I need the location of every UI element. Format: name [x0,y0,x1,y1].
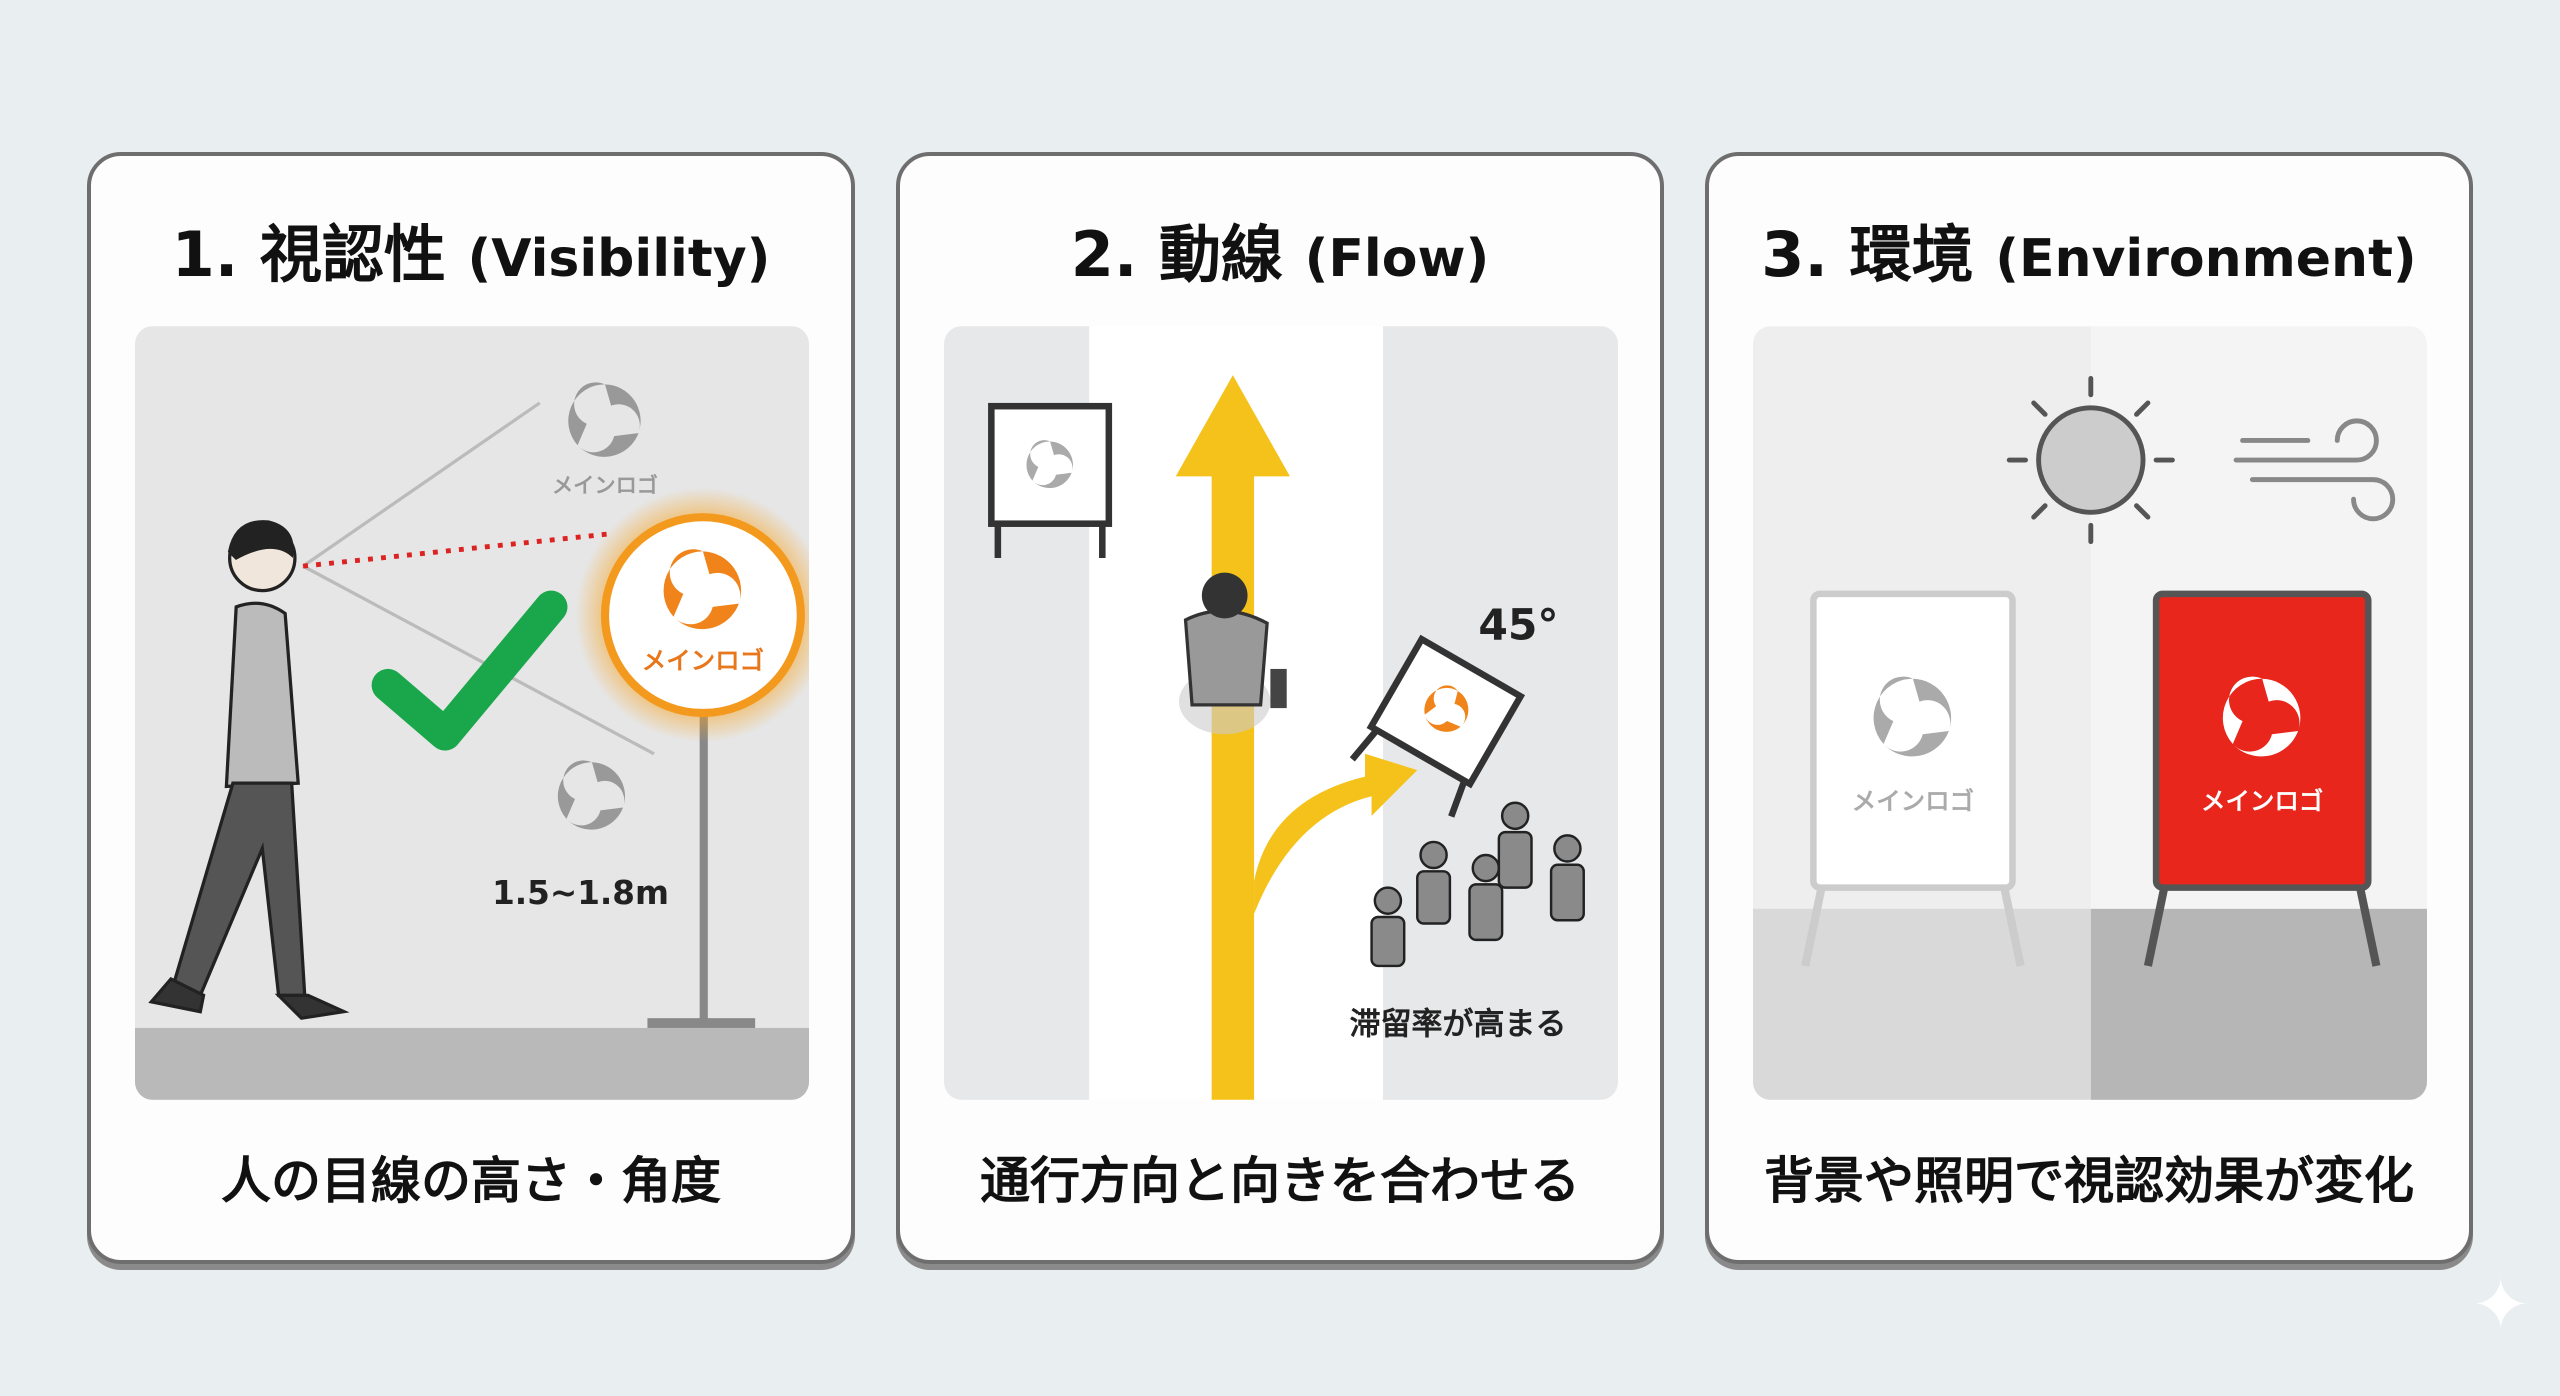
panel-title-ja: 視認性 [259,218,446,291]
visibility-card: 1. 視認性 (Visibility) [87,152,855,1264]
environment-scene: メインロゴ メインロゴ [1753,326,2427,1100]
panel-number: 3. [1761,218,1828,291]
panel-title-ja: 環境 [1849,218,1974,291]
environment-title: 3. 環境 (Environment) [1709,204,2469,294]
standing-sign-icon [988,402,1113,558]
crowd-icon [1370,801,1585,968]
angled-sign-icon [1349,634,1526,818]
flow-scene: 45° 滞留率が高まる [944,326,1618,1100]
visibility-scene: メインロゴ メインロゴ 1.5~1.8m [135,326,809,1100]
sign-pole [647,713,756,1028]
check-mark-icon [371,590,568,751]
panel-title-en: (Flow) [1304,229,1490,289]
ground [135,1027,809,1100]
dwell-rate-label: 滞留率が高まる [1350,1006,1567,1042]
logo-label: メインロゴ [1852,786,1974,815]
white-sign-icon: メインロゴ [1801,590,2025,967]
faded-logo-top: メインロゴ [552,382,658,499]
sparkle-icon: ✦ [2471,1264,2530,1346]
environment-illustration: メインロゴ メインロゴ [1753,326,2427,1100]
panel-title-en: (Environment) [1995,229,2417,289]
flow-caption: 通行方向と向きを合わせる [980,1152,1580,1210]
logo-label: メインロゴ [2201,786,2323,815]
flow-title: 2. 動線 (Flow) [900,204,1660,294]
visibility-title: 1. 視認性 (Visibility) [91,204,851,294]
angle-label: 45° [1478,602,1558,651]
environment-caption: 背景や照明で視認効果が変化 [1764,1152,2414,1210]
person-walking-icon [148,520,350,1020]
eye-height-label: 1.5~1.8m [492,874,669,912]
sun-icon [2006,375,2175,545]
pedestrian-top-view-icon [1179,572,1287,735]
panel-number: 2. [1070,218,1138,291]
panel-number: 1. [171,218,239,291]
flow-card: 2. 動線 (Flow) [896,152,1664,1264]
main-logo-sign: メインロゴ [575,487,809,743]
environment-card: 3. 環境 (Environment) [1705,152,2473,1264]
sight-lines [302,401,655,756]
logo-label: メインロゴ [552,473,658,499]
flow-illustration: 45° 滞留率が高まる [944,326,1618,1100]
visibility-illustration: メインロゴ メインロゴ 1.5~1.8m [135,326,809,1100]
panel-title-ja: 動線 [1159,218,1284,291]
logo-label: メインロゴ [642,646,764,675]
red-sign-icon: メインロゴ [2143,590,2381,967]
wind-icon [2233,418,2396,522]
panel-title-en: (Visibility) [467,229,771,289]
visibility-caption: 人の目線の高さ・角度 [221,1152,721,1210]
